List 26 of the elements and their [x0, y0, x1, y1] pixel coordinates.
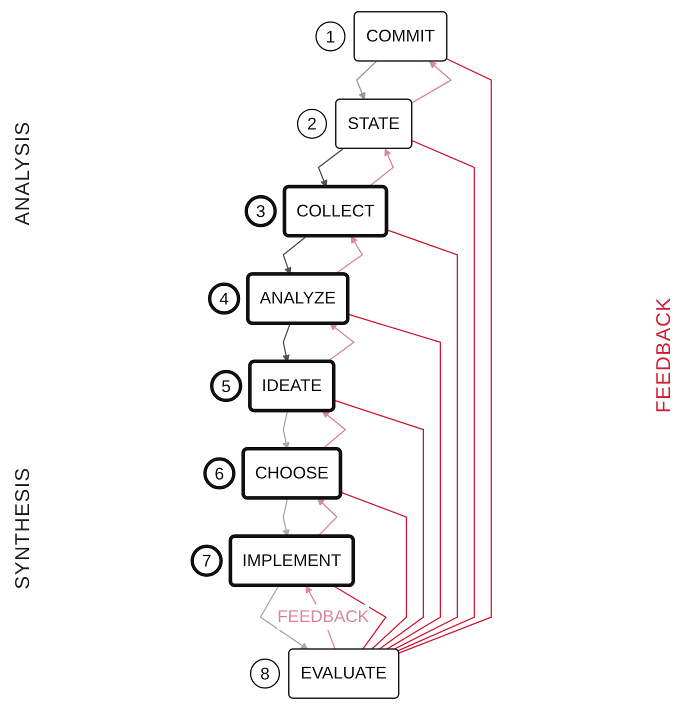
step-number: 7 — [191, 544, 224, 577]
phase-label: ANALYSIS — [12, 120, 34, 226]
connector — [333, 585, 388, 650]
step-number: 8 — [250, 658, 281, 689]
arrow — [318, 148, 344, 188]
step-number: 2 — [297, 108, 328, 139]
step-number: 4 — [208, 282, 241, 315]
arrow — [260, 585, 309, 650]
arrow — [368, 148, 394, 188]
connector — [341, 492, 408, 650]
step-number: 3 — [245, 195, 278, 228]
feedback-label: FEEDBACK — [652, 297, 676, 413]
arrow — [356, 60, 378, 100]
arrow — [327, 323, 356, 362]
connector — [387, 229, 458, 650]
step-number: 6 — [204, 457, 236, 490]
connector — [398, 140, 476, 652]
connector — [399, 58, 492, 654]
arrow — [282, 498, 290, 537]
edge-label: FEEDBACK — [278, 608, 370, 627]
arrow — [412, 61, 453, 104]
connector — [348, 314, 442, 650]
phase-label: SYNTHESIS — [12, 466, 34, 590]
step-number: 5 — [210, 370, 243, 402]
connector — [334, 400, 424, 650]
step-number: 1 — [316, 21, 346, 52]
